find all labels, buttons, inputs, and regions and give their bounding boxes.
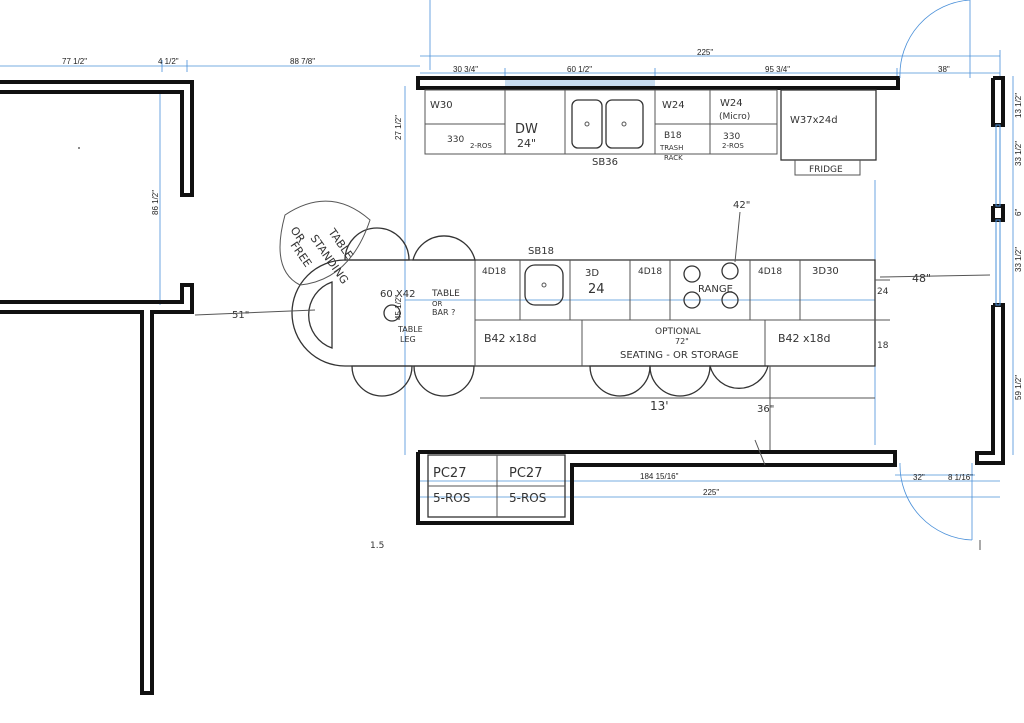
label-seating: SEATING - OR STORAGE bbox=[620, 350, 739, 361]
label-free: FREE bbox=[288, 239, 315, 269]
label-4d18-b: 4D18 bbox=[638, 267, 662, 277]
label-sb18: SB18 bbox=[528, 246, 554, 257]
label-36: 36" bbox=[757, 404, 774, 415]
dim-13-12: 13 1/2" bbox=[1014, 93, 1023, 118]
label-table-or: TABLE bbox=[431, 289, 460, 299]
label-dw-size: 24" bbox=[517, 137, 536, 150]
label-3d-24: 24 bbox=[588, 282, 605, 297]
dim-4-5: 4 1/2" bbox=[158, 57, 179, 66]
walls bbox=[0, 76, 1005, 695]
pantry-cabinets: PC27 5-ROS PC27 5-ROS bbox=[427, 454, 566, 518]
label-w24-micro: W24 bbox=[720, 98, 743, 109]
label-side-24: 24 bbox=[877, 287, 889, 297]
label-dw: DW bbox=[515, 122, 538, 137]
label-b18: B18 bbox=[664, 131, 682, 141]
label-side-18: 18 bbox=[877, 341, 889, 351]
dim-32: 32" bbox=[913, 473, 925, 482]
label-13ft: 13' bbox=[650, 399, 669, 413]
dim-225-top: 225" bbox=[697, 48, 713, 57]
dim-6: 6" bbox=[1014, 209, 1023, 216]
back-counter bbox=[424, 89, 877, 176]
label-b18-sub1: TRASH bbox=[659, 144, 683, 152]
dim-27-12: 27 1/2" bbox=[394, 115, 403, 140]
dim-30-34: 30 3/4" bbox=[453, 65, 478, 74]
dim-38: 38" bbox=[938, 65, 950, 74]
free-standing-note: OR FREE STANDING TABLE bbox=[279, 200, 371, 286]
misc-marks: 1.5 bbox=[78, 147, 981, 551]
label-pc27-b-sub: 5-ROS bbox=[509, 491, 546, 505]
label-pc27-b: PC27 bbox=[509, 466, 542, 481]
dim-59-12: 59 1/2" bbox=[1014, 375, 1023, 400]
label-pc27-a-sub: 5-ROS bbox=[433, 491, 470, 505]
label-sb36: SB36 bbox=[592, 157, 618, 168]
dim-88-78: 88 7/8" bbox=[290, 57, 315, 66]
label-w37: W37x24d bbox=[790, 115, 838, 126]
dim-95-34: 95 3/4" bbox=[765, 65, 790, 74]
stools bbox=[308, 227, 769, 397]
dim-33-12-a: 33 1/2" bbox=[1014, 141, 1023, 166]
margin-mark: 1.5 bbox=[370, 541, 384, 551]
label-4d18-a: 4D18 bbox=[482, 267, 506, 277]
label-3d30: 3D30 bbox=[812, 266, 839, 277]
label-b330-right: 330 bbox=[723, 132, 740, 142]
label-51: 51" bbox=[232, 310, 249, 321]
label-42: 42" bbox=[733, 200, 750, 211]
label-optional-dim: 72" bbox=[675, 337, 689, 346]
label-range: RANGE bbox=[698, 284, 733, 295]
label-48: 48" bbox=[912, 272, 931, 285]
label-4d18-c: 4D18 bbox=[758, 267, 782, 277]
island-labels: 42" SB18 4D18 3D 24 4D18 RANGE 4D18 3D30… bbox=[194, 200, 991, 450]
dim-184: 184 15/16" bbox=[640, 472, 679, 481]
label-table-leg: TABLE bbox=[397, 325, 423, 334]
label-60x42: 60 X42 bbox=[380, 289, 415, 300]
dim-86-12: 86 1/2" bbox=[151, 190, 160, 215]
label-b18-sub2: RACK bbox=[664, 154, 683, 162]
label-b330-right-sub: 2-ROS bbox=[722, 142, 744, 150]
label-optional: OPTIONAL bbox=[655, 327, 701, 337]
label-table-or2: OR bbox=[432, 300, 443, 308]
dim-8-116: 8 1/16" bbox=[948, 473, 973, 482]
label-pc27-a: PC27 bbox=[433, 466, 466, 481]
dim-33-12-b: 33 1/2" bbox=[1014, 247, 1023, 272]
label-table-bar: BAR ? bbox=[432, 308, 455, 317]
label-w30: W30 bbox=[430, 100, 453, 111]
dim-77-5: 77 1/2" bbox=[62, 57, 87, 66]
label-b42-right: B42 x18d bbox=[778, 332, 831, 345]
dim-225-bottom: 225" bbox=[703, 488, 719, 497]
label-3d: 3D bbox=[585, 268, 599, 279]
dimension-labels: 77 1/2" 4 1/2" 88 7/8" 225" 30 3/4" 60 1… bbox=[62, 48, 1023, 497]
label-b42-left: B42 x18d bbox=[484, 332, 537, 345]
doors bbox=[899, 0, 973, 541]
label-w24-micro-sub: (Micro) bbox=[719, 112, 750, 122]
dim-60-12: 60 1/2" bbox=[567, 65, 592, 74]
label-fridge: FRIDGE bbox=[809, 165, 843, 175]
label-b330-left-sub: 2-ROS bbox=[470, 142, 492, 150]
back-counter-labels: W30 330 2-ROS DW 24" SB36 W24 B18 TRASH … bbox=[430, 98, 843, 175]
island bbox=[291, 259, 890, 367]
label-w24: W24 bbox=[662, 100, 685, 111]
label-table-leg2: LEG bbox=[400, 335, 416, 344]
label-b330-left: 330 bbox=[447, 135, 464, 145]
